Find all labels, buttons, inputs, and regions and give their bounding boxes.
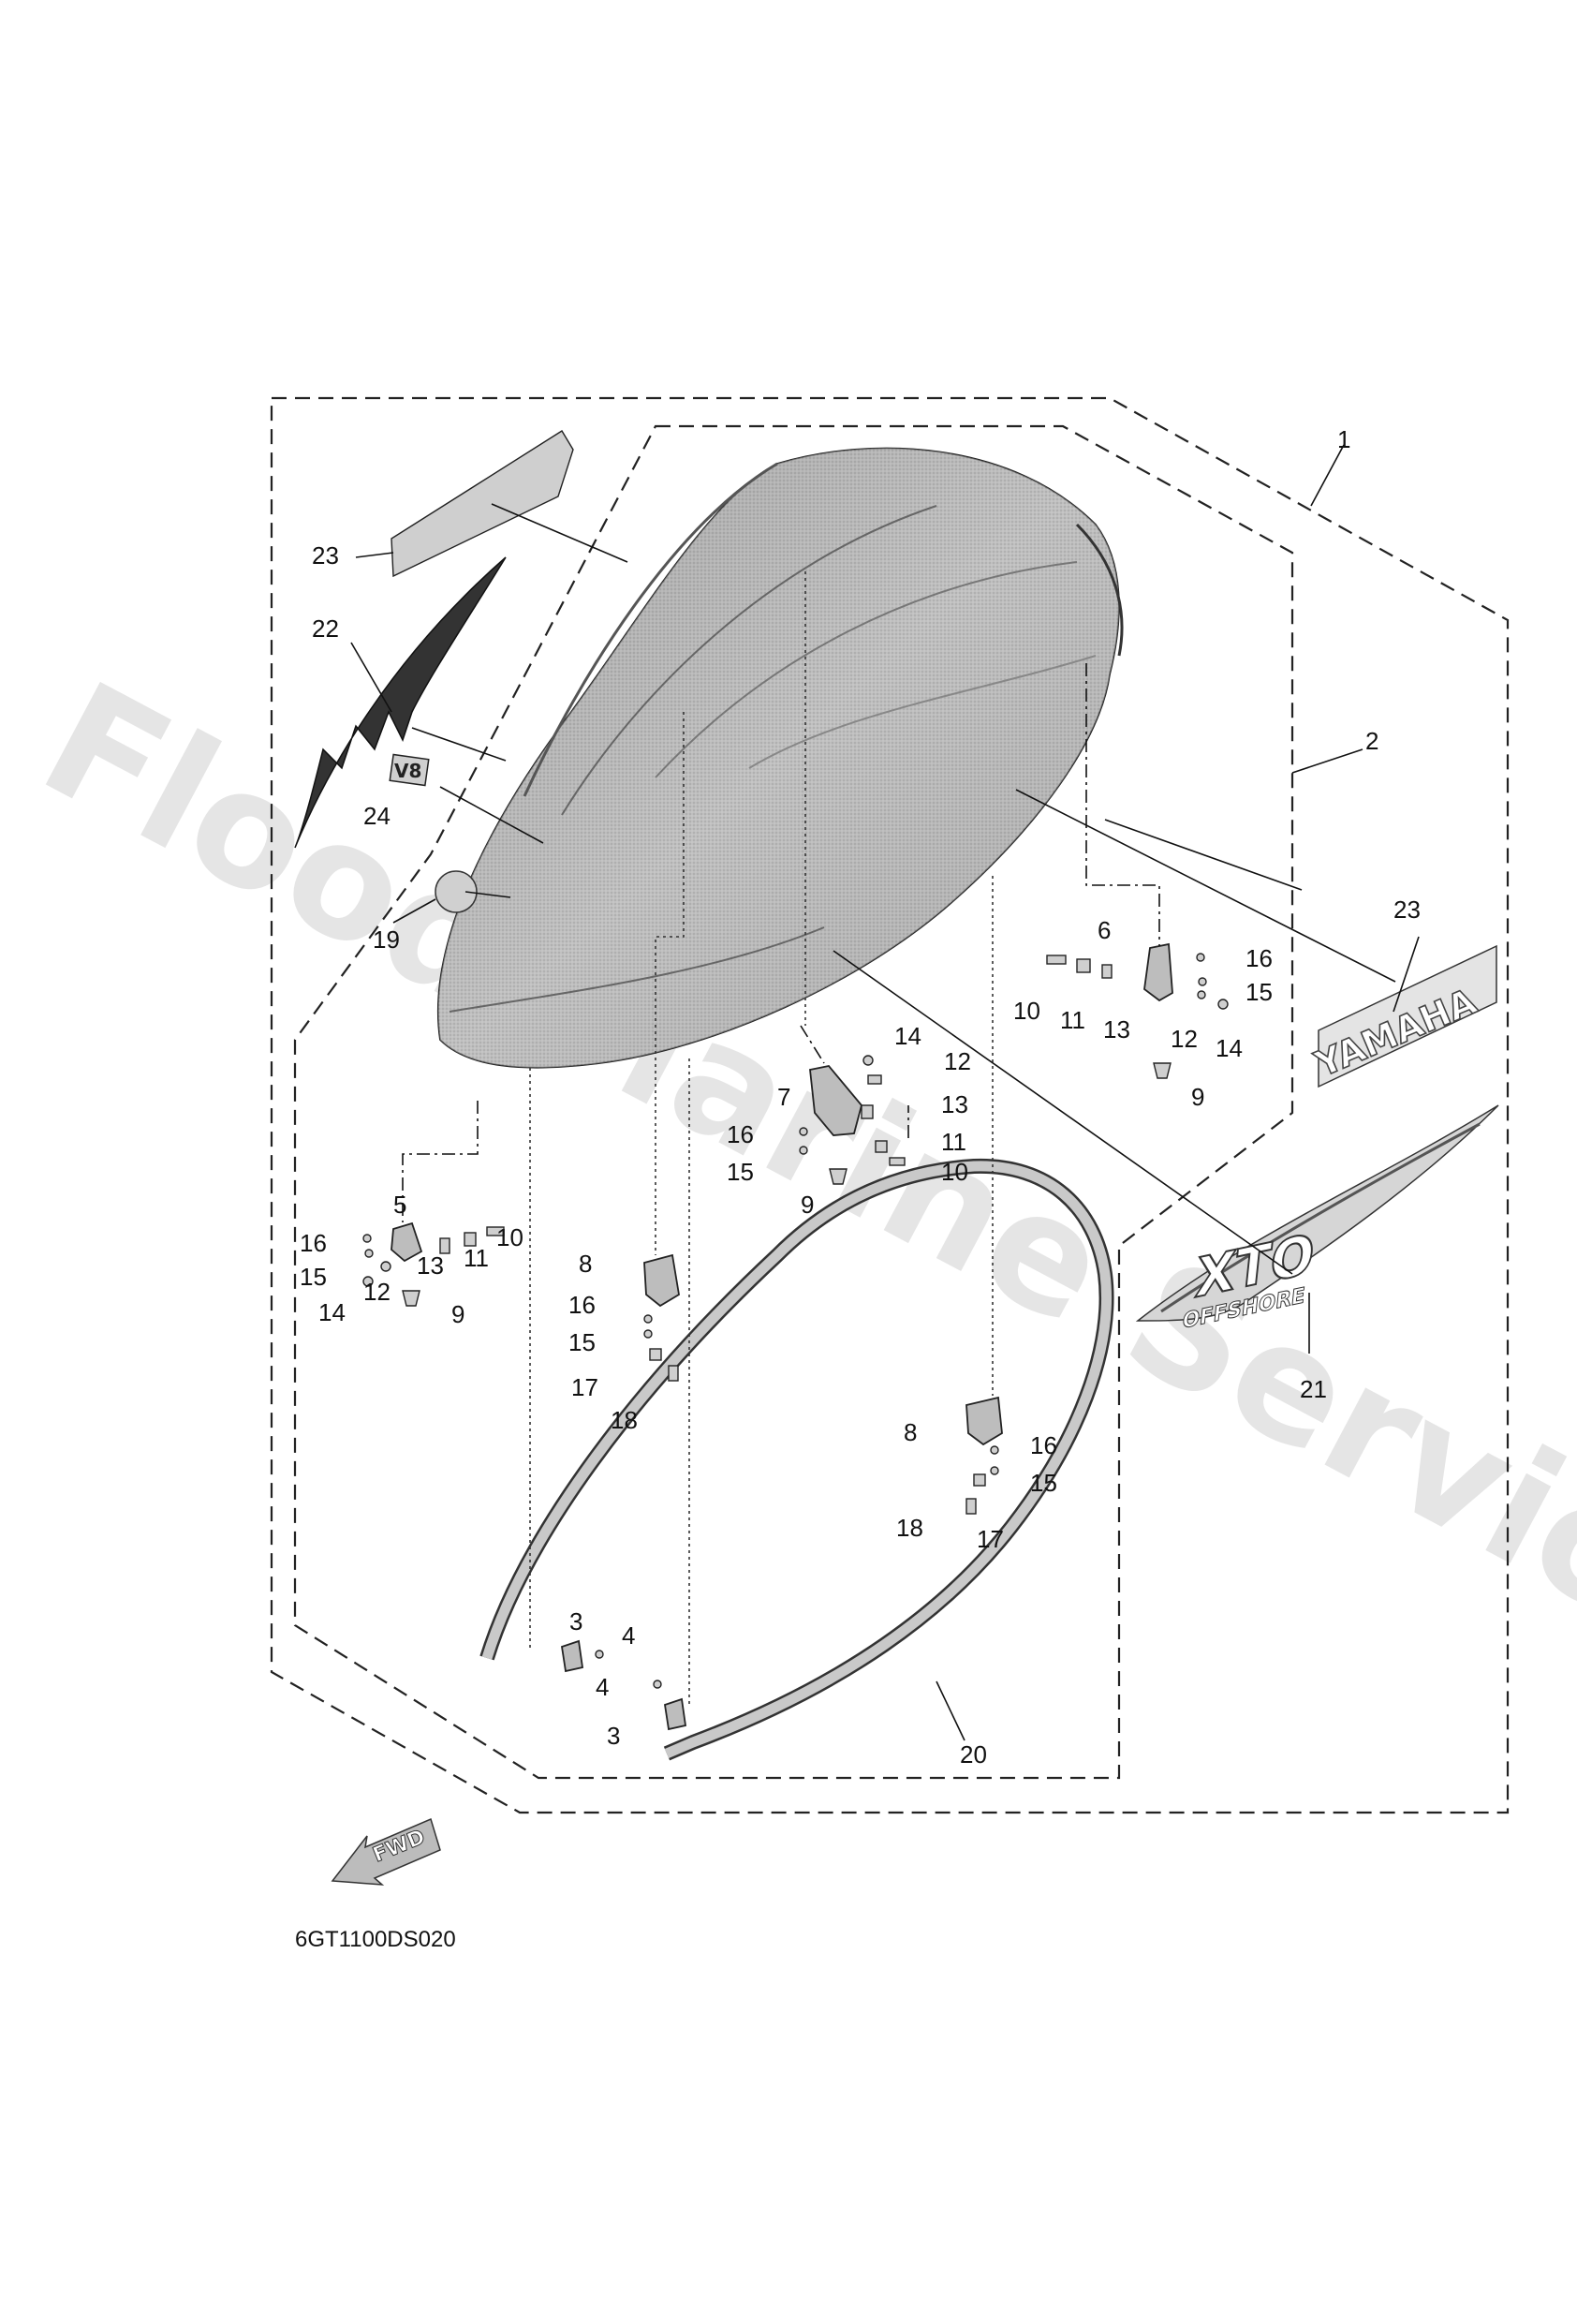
assembly-outline-1 — [270, 396, 1510, 1814]
callout-4: 4 — [596, 1673, 609, 1701]
callout-18: 18 — [611, 1406, 638, 1434]
fwd-arrow: FWD — [331, 1817, 441, 1886]
callout-13: 13 — [1103, 1015, 1130, 1044]
hardware-8-left — [643, 1314, 679, 1382]
callout-12: 12 — [1171, 1025, 1198, 1053]
callout-14: 14 — [318, 1298, 346, 1326]
top-cowling — [436, 447, 1124, 1069]
bracket-7 — [809, 1065, 862, 1136]
callout-15: 15 — [1030, 1469, 1057, 1497]
callout-13: 13 — [941, 1090, 968, 1118]
callout-13: 13 — [417, 1251, 444, 1280]
callout-8: 8 — [579, 1250, 592, 1278]
callout-11: 11 — [941, 1128, 966, 1156]
hardware-8-right — [965, 1445, 999, 1515]
bracket-8-left — [643, 1253, 680, 1308]
callout-10: 10 — [941, 1158, 968, 1186]
callout-16: 16 — [300, 1229, 327, 1257]
callout-9: 9 — [801, 1191, 814, 1219]
assembly-lines — [402, 571, 1160, 1705]
callout-3: 3 — [569, 1607, 582, 1636]
callout-14: 14 — [1216, 1034, 1243, 1062]
bracket-6 — [1143, 942, 1173, 1002]
callout-11: 11 — [464, 1244, 489, 1272]
callout-15: 15 — [1245, 978, 1273, 1006]
v8-text: V8 — [394, 760, 421, 782]
callout-16: 16 — [568, 1291, 596, 1319]
callout-6: 6 — [1098, 916, 1111, 944]
callout-2: 2 — [1365, 727, 1378, 755]
diagram-code: 6GT1100DS020 — [295, 1927, 456, 1952]
decal-22 — [294, 556, 507, 849]
callout-23-yamaha: 23 — [1393, 896, 1421, 924]
hardware-right — [1046, 953, 1229, 1079]
callout-23: 23 — [312, 541, 339, 570]
callout-10: 10 — [496, 1223, 523, 1251]
callout-10: 10 — [1013, 997, 1040, 1025]
assembly-outline-2 — [293, 424, 1294, 1780]
callout-17: 17 — [571, 1373, 598, 1401]
clip-3-b — [663, 1697, 687, 1731]
callout-15: 15 — [727, 1158, 754, 1186]
xto-offshore-decal-21: XTO OFFSHORE — [1135, 1104, 1499, 1335]
decal-23-top — [391, 430, 574, 578]
callout-18: 18 — [896, 1514, 923, 1542]
callout-9: 9 — [451, 1300, 464, 1328]
callout-24: 24 — [363, 802, 391, 830]
callout-7: 7 — [777, 1083, 790, 1111]
callout-22: 22 — [312, 614, 339, 643]
leader-lines — [350, 444, 1420, 1741]
bracket-5 — [391, 1221, 423, 1263]
callout-15: 15 — [568, 1328, 596, 1356]
callout-17: 17 — [977, 1525, 1004, 1553]
callout-16: 16 — [727, 1120, 754, 1148]
hardware-left — [362, 1226, 505, 1307]
seal-20 — [479, 1158, 1114, 1761]
callout-19: 19 — [373, 925, 400, 954]
callout-15: 15 — [300, 1263, 327, 1291]
callout-16: 16 — [1245, 944, 1273, 972]
callout-20: 20 — [960, 1740, 987, 1769]
callout-1: 1 — [1337, 425, 1350, 453]
callout-12: 12 — [363, 1278, 391, 1306]
hardware-middle — [799, 1055, 906, 1185]
v8-emblem-24: V8 — [389, 753, 430, 787]
callout-5: 5 — [393, 1191, 406, 1219]
callout-8: 8 — [904, 1418, 917, 1446]
callout-21: 21 — [1300, 1375, 1327, 1403]
callout-16: 16 — [1030, 1431, 1057, 1459]
hardware-clips — [595, 1650, 662, 1689]
clip-3-a — [560, 1639, 584, 1673]
callout-11: 11 — [1060, 1006, 1085, 1034]
callout-3: 3 — [607, 1722, 620, 1750]
yamaha-decal-23: YAMAHA — [1308, 944, 1497, 1088]
callout-12: 12 — [944, 1047, 971, 1075]
emblem-19 — [435, 870, 478, 913]
callout-9: 9 — [1191, 1083, 1204, 1111]
callouts: 1 2 23 22 24 19 23 21 20 6 16 15 10 11 1… — [300, 425, 1421, 1769]
callout-14: 14 — [894, 1022, 921, 1050]
callout-4: 4 — [622, 1621, 635, 1650]
bracket-8-right — [965, 1396, 1003, 1446]
